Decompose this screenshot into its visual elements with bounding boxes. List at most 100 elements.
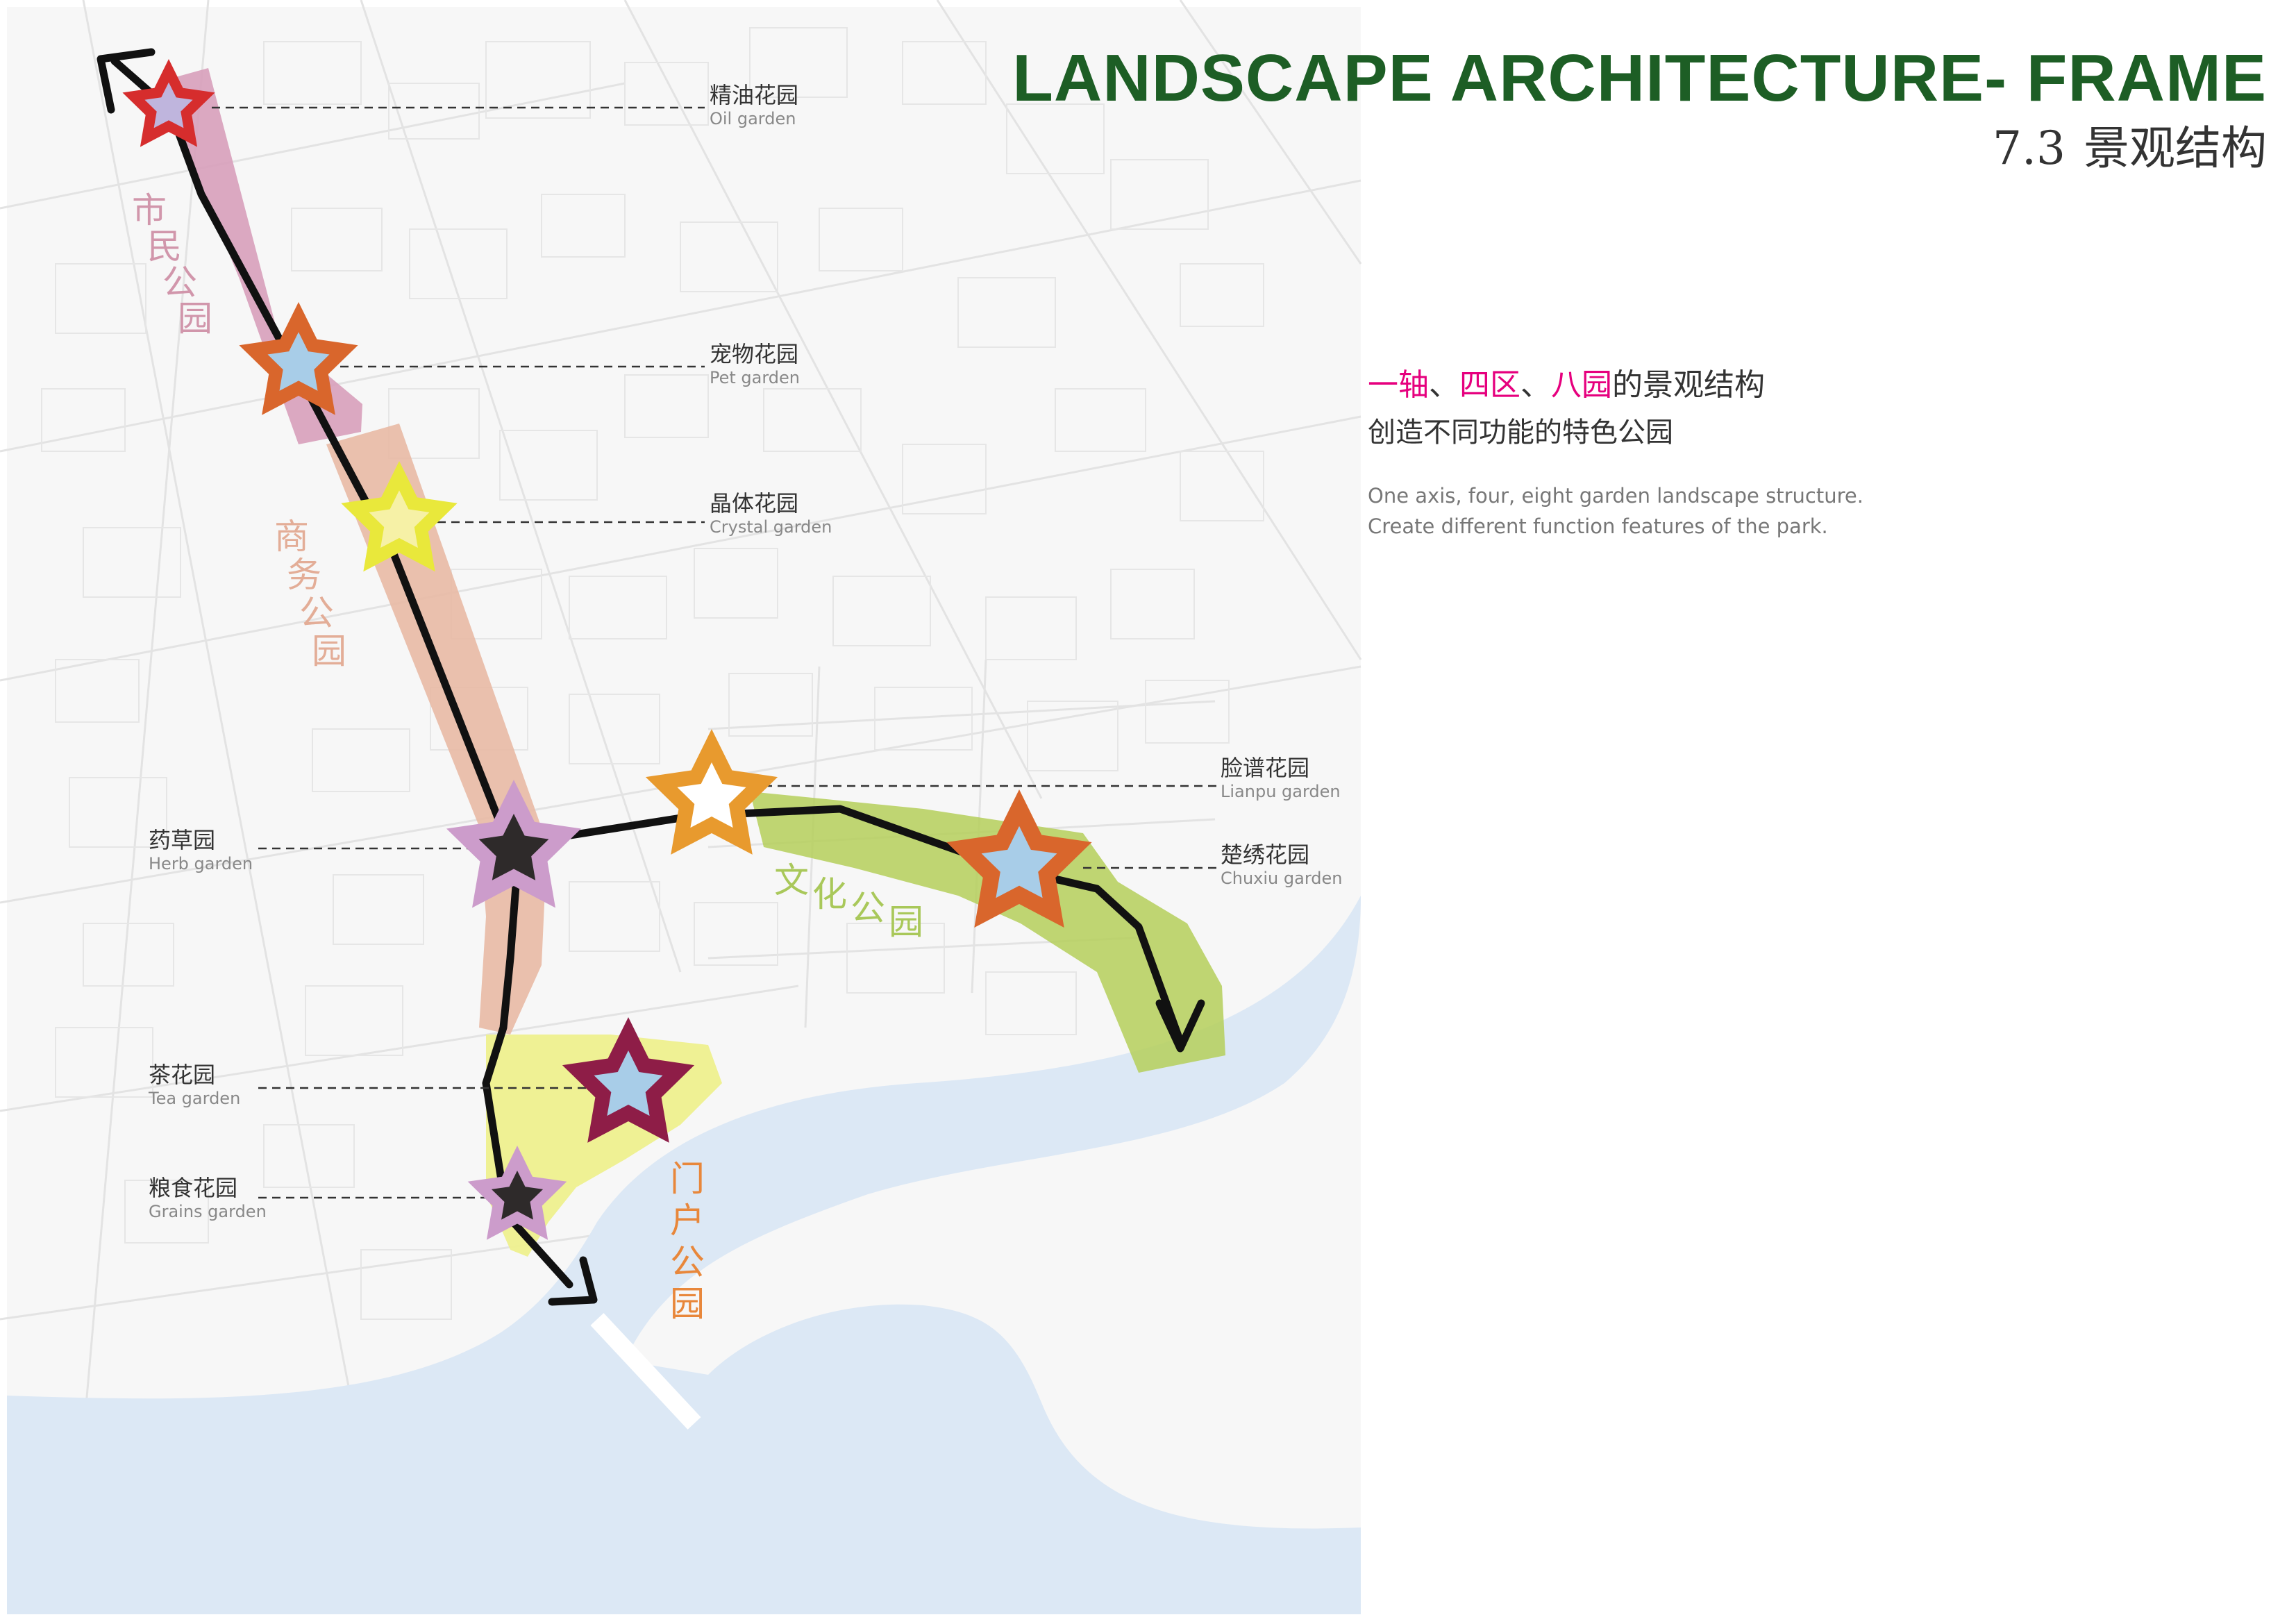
street-line: [936, 0, 1362, 660]
garden-name-en: Crystal garden: [710, 517, 832, 537]
park-label-char: 公: [670, 1242, 705, 1282]
building-block: [333, 874, 424, 945]
section-number: 7.3: [1993, 122, 2065, 175]
street-line: [707, 700, 1216, 730]
park-label-char: 园: [670, 1284, 705, 1324]
street-line: [68, 0, 210, 1598]
park-label-char: 园: [312, 631, 346, 671]
building-block: [569, 694, 660, 764]
building-block: [124, 1180, 209, 1244]
building-block: [291, 208, 383, 271]
building-block: [902, 41, 987, 105]
street-line: [0, 985, 799, 1112]
park-label-gateway: 门户公园: [670, 1159, 705, 1324]
garden-label-chuxiu: 楚绣花园 Chuxiu garden: [1221, 842, 1343, 889]
description-zh-line2: 创造不同功能的特色公园: [1368, 417, 1673, 449]
building-block: [360, 1249, 452, 1320]
river: [7, 896, 1361, 1614]
building-block: [763, 388, 862, 452]
building-block: [1180, 451, 1264, 521]
garden-label-oil: 精油花园 Oil garden: [710, 82, 798, 129]
building-block: [541, 194, 626, 258]
section-heading: 7.3 景观结构: [1993, 111, 2267, 178]
garden-name-zh: 粮食花园: [149, 1175, 238, 1201]
park-label-char: 商: [274, 517, 309, 557]
highlight-gardens: 八园: [1551, 367, 1612, 403]
park-label-char: 户: [670, 1200, 705, 1241]
street-line: [0, 82, 626, 210]
highlight-axis: 一轴: [1368, 367, 1429, 403]
garden-name-zh: 宠物花园: [710, 341, 799, 367]
garden-star-center: [677, 762, 746, 828]
building-block: [1180, 263, 1264, 327]
park-label-char: 务: [287, 555, 321, 595]
description-en-line2: Create different function features of th…: [1368, 514, 1828, 538]
garden-name-en: Lianpu garden: [1221, 782, 1341, 801]
building-block: [55, 659, 140, 723]
building-block: [312, 728, 410, 792]
park-label-char: 市: [132, 190, 167, 231]
building-block: [694, 548, 778, 619]
park-label-char: 门: [670, 1159, 705, 1199]
building-block: [1006, 103, 1105, 174]
garden-star-center: [144, 82, 193, 128]
garden-star-center: [491, 1171, 544, 1220]
garden-star-center: [594, 1050, 663, 1116]
arrow-head-east: [1155, 999, 1205, 1053]
street-line: [0, 1234, 591, 1321]
garden-star-center: [478, 814, 549, 880]
park-label-char: 园: [178, 299, 212, 339]
leader-lines: [212, 106, 1218, 1199]
park-label-char: 化: [812, 874, 847, 914]
building-block: [263, 1124, 355, 1188]
garden-name-en: Tea garden: [149, 1089, 241, 1108]
building-block: [83, 923, 174, 987]
building-block: [694, 902, 778, 966]
garden-name-en: Herb garden: [149, 854, 253, 873]
garden-name-en: Chuxiu garden: [1221, 869, 1343, 888]
description-suffix: 的景观结构: [1612, 367, 1765, 403]
separator: 、: [1520, 367, 1551, 403]
section-title: 景观结构: [2084, 122, 2267, 175]
building-block: [846, 923, 945, 994]
building-block: [569, 881, 660, 952]
building-block: [69, 777, 167, 848]
garden-star-center: [981, 826, 1057, 898]
page-title: LANDSCAPE ARCHITECTURE- FRAME: [1012, 41, 2267, 115]
building-block: [409, 228, 508, 299]
building-block: [499, 430, 598, 501]
building-blocks: [41, 27, 1264, 1320]
garden-name-zh: 药草园: [149, 827, 216, 853]
separator: 、: [1429, 367, 1459, 403]
building-block: [569, 576, 667, 639]
building-block: [1110, 159, 1209, 230]
garden-label-grains: 粮食花园 Grains garden: [149, 1175, 267, 1222]
garden-name-en: Oil garden: [710, 109, 796, 128]
park-label-char: 园: [889, 902, 923, 942]
park-label-culture: 文化公园: [774, 860, 923, 942]
building-block: [624, 374, 709, 438]
garden-name-zh: 晶体花园: [710, 490, 799, 517]
building-block: [874, 687, 973, 751]
building-block: [1110, 569, 1195, 639]
garden-name-en: Pet garden: [710, 368, 801, 387]
garden-label-tea: 茶花园 Tea garden: [149, 1062, 240, 1109]
street-line: [1179, 0, 1362, 265]
building-block: [819, 208, 903, 271]
park-label-civic: 市民公园: [132, 190, 212, 339]
building-block: [83, 527, 181, 598]
street-line: [82, 0, 390, 1598]
park-label-char: 民: [147, 226, 182, 267]
building-block: [985, 971, 1077, 1035]
building-block: [388, 388, 480, 459]
description-zh-line1: 一轴、四区、八园的景观结构: [1368, 360, 1863, 404]
garden-name-zh: 精油花园: [710, 82, 799, 108]
building-block: [305, 985, 403, 1056]
park-label-business: 商务公园: [274, 517, 346, 671]
building-block: [957, 277, 1056, 348]
description-en: One axis, four, eight garden landscape s…: [1368, 480, 1863, 542]
park-label-char: 公: [162, 262, 197, 303]
structure-description: 一轴、四区、八园的景观结构 创造不同功能的特色公园 One axis, four…: [1368, 360, 1863, 542]
park-label-char: 公: [299, 593, 334, 633]
